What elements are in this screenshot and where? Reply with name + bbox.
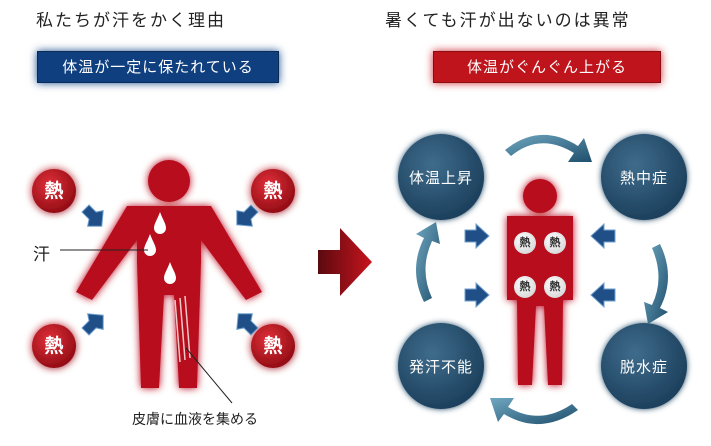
body-heat-chips: [514, 232, 566, 298]
right-heading: 暑くても汗が出ないのは異常: [385, 11, 631, 31]
body-heat-chip-1: 熱: [519, 236, 531, 249]
skin-leader-line: [185, 347, 233, 404]
state-anhidrosis: 発汗不能: [408, 358, 473, 376]
transition-arrow: [318, 228, 372, 296]
heat-release-arrows: [81, 204, 259, 336]
left-heading: 私たちが汗をかく理由: [36, 11, 226, 31]
body-heat-chip-4: 熱: [549, 280, 561, 293]
state-temperature-rise: 体温上昇: [408, 169, 473, 187]
state-dehydration: 脱水症: [619, 358, 668, 376]
blood-vessel-lines: [174, 295, 191, 363]
rising-temperature-banner: 体温がぐんぐん上がる: [433, 51, 661, 83]
heat-badge-top-right: 熱: [263, 180, 283, 202]
sweat-label: 汗: [33, 245, 50, 265]
right-person-figure: [507, 179, 573, 385]
body-heat-chip-2: 熱: [549, 236, 561, 249]
heat-badge-top-left: 熱: [44, 180, 64, 202]
skin-blood-label: 皮膚に血液を集める: [132, 412, 258, 428]
heat-badge-bottom-left: 熱: [44, 335, 64, 357]
heat-badge-bottom-right: 熱: [263, 335, 283, 357]
blocked-heat-arrows: [464, 222, 616, 309]
left-person-figure: [76, 160, 262, 388]
cycle-state-circles: [398, 134, 687, 409]
body-heat-chip-3: 熱: [519, 280, 531, 293]
state-heatstroke: 熱中症: [619, 169, 668, 187]
left-heat-badge-circles: [32, 169, 295, 368]
cycle-arrows: [416, 134, 668, 425]
constant-temperature-banner: 体温が一定に保たれている: [37, 51, 279, 83]
